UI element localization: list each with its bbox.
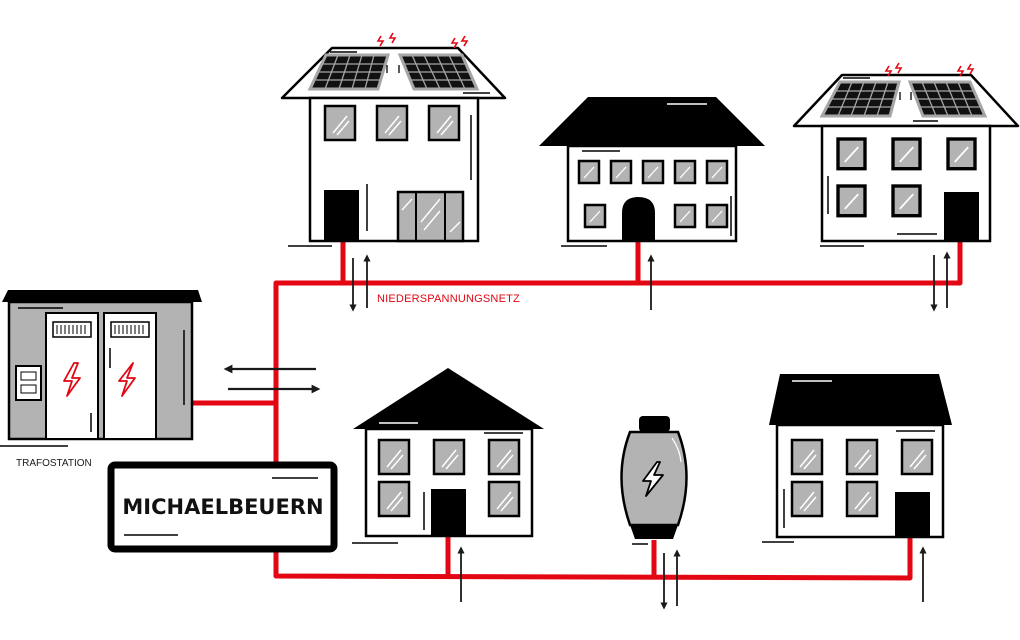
spark-icon — [895, 62, 902, 74]
flow-arrows — [223, 251, 951, 610]
house-4 — [352, 368, 544, 544]
grid-lines — [192, 240, 963, 581]
house-5 — [762, 374, 952, 543]
spark-icon — [461, 35, 468, 47]
town-sign: MICHAELBEUERN — [107, 461, 338, 553]
network-label: NIEDERSPANNUNGSNETZ — [377, 293, 520, 305]
house-2 — [539, 97, 765, 247]
house-solar-1 — [280, 32, 507, 247]
transformer-label: TRAFOSTATION — [16, 458, 92, 469]
door — [944, 192, 979, 241]
battery-storage — [620, 416, 688, 545]
spark-icon — [451, 37, 458, 49]
house-solar-3 — [792, 62, 1020, 247]
spark-icon — [389, 32, 396, 44]
transformer-station — [0, 290, 202, 447]
lightning-icon — [642, 461, 664, 497]
spark-icon — [967, 63, 974, 75]
door — [431, 489, 466, 536]
arched-door — [622, 197, 655, 241]
lightning-icon — [63, 362, 81, 397]
lightning-icon — [118, 362, 136, 397]
spark-icon — [377, 35, 384, 47]
grid-upper-line — [273, 240, 963, 462]
town-name: MICHAELBEUERN — [122, 495, 323, 519]
door — [895, 492, 930, 537]
grid-lower-line — [273, 537, 913, 581]
door — [324, 190, 359, 241]
